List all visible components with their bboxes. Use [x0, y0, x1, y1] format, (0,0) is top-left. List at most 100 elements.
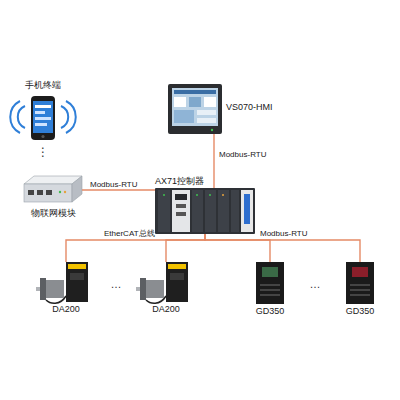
connector-layer [66, 134, 360, 262]
wireless-arc [66, 101, 76, 133]
status-led [196, 194, 198, 196]
status-led [209, 194, 211, 196]
drive-label [68, 264, 86, 269]
plc-controller: AX71控制器 [155, 188, 255, 234]
ellipsis-mark: … [111, 278, 122, 290]
phone-screen [33, 101, 53, 133]
module-front [24, 184, 72, 202]
inverter-keypad [262, 267, 278, 277]
inverter-drive: GD350 [256, 262, 284, 304]
protocol-label: Modbus-RTU [90, 180, 137, 190]
motor-flange [40, 278, 46, 300]
phone-illustration [10, 96, 76, 140]
servo-drive: DA200 [140, 262, 192, 302]
wireless-arc [61, 106, 68, 128]
end-stripe [244, 194, 250, 224]
module-port [46, 190, 52, 195]
hmi-illustration [168, 84, 222, 134]
protocol-label: Modbus-RTU [219, 150, 266, 160]
screen-widget [197, 118, 216, 123]
inverter-illustration [256, 262, 284, 304]
device-label: GD350 [256, 306, 285, 317]
motor-shaft [136, 287, 140, 291]
motor-body [144, 280, 164, 298]
io-module [218, 190, 229, 232]
cpu-display [175, 194, 187, 200]
inverter-vent [260, 284, 280, 286]
inverter-body [346, 262, 374, 304]
bus-connector [166, 234, 205, 262]
io-module [192, 190, 203, 232]
device-label: VS070-HMI [226, 102, 273, 113]
end-module [241, 190, 253, 232]
bus-connector [205, 234, 360, 262]
inverter-illustration [346, 262, 374, 304]
cpu-port [176, 212, 186, 216]
module-side [72, 176, 82, 202]
wireless-arc [18, 106, 25, 128]
device-label: 手机终端 [25, 80, 61, 91]
inverter-vent [260, 289, 280, 291]
servo-drive [66, 262, 88, 302]
screen-row [35, 117, 51, 120]
device-label: DA200 [52, 304, 80, 315]
status-led [163, 194, 165, 196]
servo-illustration [136, 262, 188, 303]
io-module [205, 190, 216, 232]
screen-widget [174, 97, 186, 107]
screen-widget [189, 97, 201, 107]
wireless-arc [10, 101, 20, 133]
motor-body [44, 280, 64, 298]
device-label: GD350 [346, 306, 375, 317]
home-button [41, 135, 44, 138]
power-module [158, 190, 170, 232]
inverter-vent [260, 294, 280, 296]
drive-display [170, 273, 184, 280]
inverter-body [256, 262, 284, 304]
inverter-vent [350, 294, 370, 296]
iot-module-illustration [24, 176, 82, 202]
hmi-screen [172, 88, 218, 126]
motor-shaft [36, 287, 40, 291]
drive-display [70, 273, 84, 280]
controller-rack [155, 188, 255, 234]
status-led [222, 194, 224, 196]
servo-illustration [36, 262, 88, 303]
controller-illustration [155, 188, 255, 234]
device-label: 物联网模块 [31, 208, 76, 219]
inverter-keypad [352, 267, 368, 277]
status-led [59, 191, 61, 193]
servo-drive: DA200 [40, 262, 92, 302]
screen-widget [174, 110, 194, 123]
screen-widget [204, 97, 216, 107]
drive-label [168, 264, 186, 269]
phone-body [31, 96, 55, 140]
protocol-label: Modbus-RTU [260, 229, 307, 239]
screen-row [35, 123, 47, 126]
bus-connector [66, 234, 205, 262]
screen-widget [197, 110, 216, 115]
ellipsis-mark: ⋮ [37, 146, 49, 158]
screen-row [35, 105, 51, 108]
device-label: AX71控制器 [155, 176, 204, 187]
hmi-frame [168, 84, 222, 134]
ellipsis-mark: … [310, 278, 321, 290]
motor-flange [140, 278, 146, 300]
module-port [28, 190, 34, 195]
module-port [37, 190, 43, 195]
protocol-label: EtherCAT总线 [104, 229, 155, 239]
bus-connector [205, 234, 270, 262]
io-module [231, 190, 239, 232]
cpu-port [176, 204, 186, 208]
servo-drive [166, 262, 188, 302]
inverter-vent [350, 284, 370, 286]
iot-module: 物联网模块 [24, 176, 82, 204]
device-label: DA200 [152, 304, 180, 315]
inverter-drive: GD350 [346, 262, 374, 304]
bus-connector [213, 134, 214, 188]
cpu-module [172, 190, 190, 232]
status-led [64, 191, 66, 193]
hmi-panel: VS070-HMI [168, 84, 222, 134]
